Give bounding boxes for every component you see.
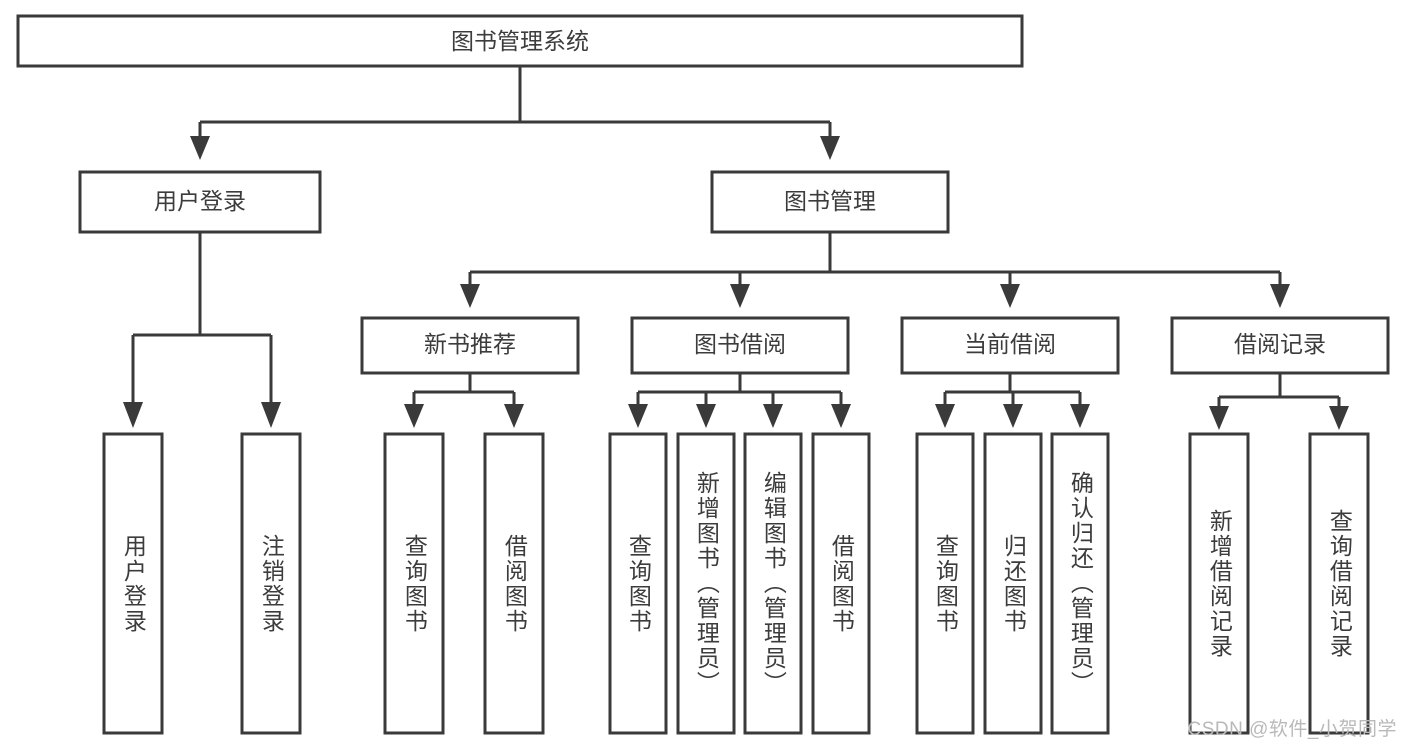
node-current-borrow[interactable]: 当前借阅 <box>900 316 1120 375</box>
arrow-head-bookmgmt-to-records <box>1270 284 1290 308</box>
arrow-head-newbook-to-leaf1 <box>404 404 424 428</box>
node-book-management[interactable]: 图书管理 <box>710 170 950 234</box>
connector-group-new-book <box>404 373 524 428</box>
node-root-box[interactable] <box>16 14 1024 68</box>
arrow-head-root-to-user-login <box>190 136 210 160</box>
arrow-head-bookborrow-to-leaf2 <box>696 404 716 428</box>
connector-group-borrow-records <box>1209 373 1349 430</box>
arrow-head-bookborrow-to-leaf1 <box>628 404 648 428</box>
arrow-head-root-to-book-mgmt <box>820 136 840 160</box>
leaf-box-confirm-return-admin[interactable] <box>1050 432 1110 735</box>
leaf-box-query-book-borrow[interactable] <box>608 432 668 735</box>
arrow-head-currentborrow-to-leaf1 <box>935 404 955 428</box>
leaf-box-query-borrow-record[interactable] <box>1308 432 1370 735</box>
node-new-book-recommend-box[interactable] <box>360 316 580 375</box>
node-book-borrow[interactable]: 图书借阅 <box>630 316 850 375</box>
arrow-head-currentborrow-to-leaf2 <box>1003 404 1023 428</box>
node-book-borrow-label: 图书借阅 <box>694 331 786 357</box>
arrow-head-borrowrecords-to-leaf1 <box>1209 406 1229 430</box>
node-new-book-recommend[interactable]: 新书推荐 <box>360 316 580 375</box>
leaf-box-user-login[interactable] <box>102 432 164 735</box>
arrow-head-bookmgmt-to-borrow <box>730 284 750 308</box>
connector-group-root <box>190 66 840 160</box>
node-user-login-box[interactable] <box>78 170 322 234</box>
connector-group-current-borrow <box>935 373 1090 428</box>
node-borrow-records-label: 借阅记录 <box>1234 331 1326 357</box>
node-new-book-recommend-label: 新书推荐 <box>424 331 516 357</box>
node-borrow-records-box[interactable] <box>1170 316 1390 375</box>
node-book-borrow-box[interactable] <box>630 316 850 375</box>
connector-group-book-borrow <box>628 373 851 428</box>
leaf-box-query-book-current[interactable] <box>915 432 975 735</box>
node-book-management-box[interactable] <box>710 170 950 234</box>
node-current-borrow-label: 当前借阅 <box>964 331 1056 357</box>
arrow-head-newbook-to-leaf2 <box>504 404 524 428</box>
leaf-box-add-book-admin[interactable] <box>676 432 736 735</box>
arrow-head-currentborrow-to-leaf3 <box>1070 404 1090 428</box>
watermark-text: CSDN @软件_小贺同学 <box>1187 719 1397 740</box>
arrow-head-bookmgmt-to-newbook <box>460 284 480 308</box>
arrow-head-userlogin-to-leaf2 <box>261 402 281 428</box>
arrow-head-bookborrow-to-leaf4 <box>831 404 851 428</box>
leaf-box-edit-book-admin[interactable] <box>743 432 803 735</box>
connector-group-user-login <box>123 232 281 428</box>
arrow-head-bookmgmt-to-current <box>1000 284 1020 308</box>
node-root[interactable]: 图书管理系统 <box>16 14 1024 68</box>
node-root-label: 图书管理系统 <box>451 28 589 54</box>
leaf-box-add-borrow-record[interactable] <box>1188 432 1250 735</box>
node-book-management-label: 图书管理 <box>784 188 876 214</box>
leaf-box-borrow-book[interactable] <box>811 432 871 735</box>
arrow-head-userlogin-to-leaf1 <box>123 402 143 428</box>
node-user-login[interactable]: 用户登录 <box>78 170 322 234</box>
node-user-login-label: 用户登录 <box>154 188 246 214</box>
leaf-box-return-book[interactable] <box>983 432 1043 735</box>
connector-group-book-mgmt <box>460 232 1290 308</box>
node-current-borrow-box[interactable] <box>900 316 1120 375</box>
leaf-box-logout[interactable] <box>240 432 302 735</box>
arrow-head-borrowrecords-to-leaf2 <box>1329 406 1349 430</box>
arrow-head-bookborrow-to-leaf3 <box>763 404 783 428</box>
node-borrow-records[interactable]: 借阅记录 <box>1170 316 1390 375</box>
leaf-box-borrow-book-newbook[interactable] <box>483 432 545 735</box>
leaf-box-query-book-newbook[interactable] <box>383 432 445 735</box>
